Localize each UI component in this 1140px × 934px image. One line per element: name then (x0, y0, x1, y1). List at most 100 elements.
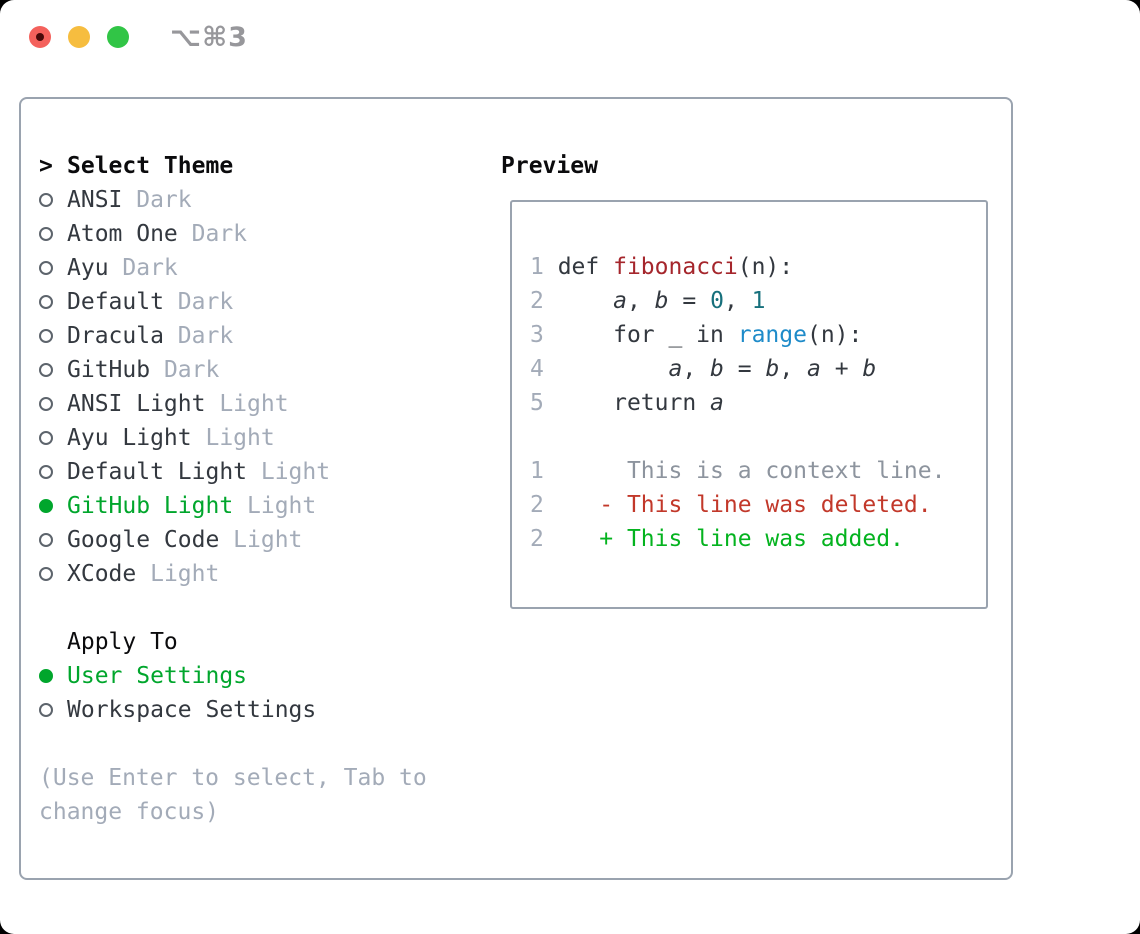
radio-icon (39, 567, 53, 581)
theme-option[interactable]: Dracula Dark (39, 319, 501, 353)
modified-dot-icon (36, 33, 44, 41)
theme-option[interactable]: Google Code Light (39, 523, 501, 557)
code-token: a (613, 288, 627, 314)
theme-name: Default Light (67, 459, 248, 485)
radio-icon (39, 295, 53, 309)
theme-name: XCode (67, 561, 137, 587)
radio-marker (39, 703, 67, 717)
theme-variant: Light (219, 391, 289, 417)
theme-variant: Dark (163, 357, 220, 383)
code-token: , (779, 356, 808, 382)
code-token: = (668, 288, 711, 314)
code-token (544, 288, 613, 314)
theme-variant: Dark (191, 221, 248, 247)
code-token: fibonacci (613, 254, 738, 280)
theme-variant: Light (233, 527, 303, 553)
apply-to-option[interactable]: Workspace Settings (39, 693, 501, 727)
code-line: 3 for _ in range(n): (530, 318, 986, 352)
code-line: 1 def fibonacci(n): (530, 250, 986, 284)
preview-column: Preview 1 def fibonacci(n):2 a, b = 0, 1… (501, 149, 1011, 878)
code-token: (n): (737, 254, 794, 280)
line-number: 3 (530, 322, 544, 348)
code-token: b (710, 356, 724, 382)
code-token: , (723, 288, 752, 314)
line-number: 2 (530, 526, 544, 552)
code-token: def (543, 254, 614, 280)
radio-icon (39, 363, 53, 377)
apply-to-header: Apply To (39, 625, 501, 659)
theme-name: GitHub (67, 357, 151, 383)
theme-option[interactable]: GitHub Dark (39, 353, 501, 387)
apply-to-option[interactable]: User Settings (39, 659, 501, 693)
code-line: 2 a, b = 0, 1 (530, 284, 986, 318)
radio-marker (39, 669, 67, 683)
radio-icon (39, 465, 53, 479)
theme-name: Dracula (67, 323, 164, 349)
code-token: + (820, 356, 863, 382)
code-token: This is a context line. (543, 458, 946, 484)
select-theme-header: > Select Theme (39, 149, 501, 183)
radio-icon (39, 431, 53, 445)
radio-marker (39, 431, 67, 445)
line-number: 5 (530, 390, 544, 416)
spacer (39, 591, 501, 625)
radio-icon (39, 227, 53, 241)
close-button[interactable] (29, 26, 51, 48)
theme-name: Ayu Light (67, 425, 192, 451)
code-token: return (543, 390, 711, 416)
radio-marker (39, 261, 67, 275)
theme-option[interactable]: Ayu Dark (39, 251, 501, 285)
radio-marker (39, 363, 67, 377)
radio-icon (39, 703, 53, 717)
theme-variant: Dark (177, 289, 234, 315)
theme-option[interactable]: Default Dark (39, 285, 501, 319)
code-token: a (807, 356, 821, 382)
theme-name: ANSI (67, 187, 123, 213)
zoom-button[interactable] (107, 26, 129, 48)
code-token (544, 356, 669, 382)
help-text: (Use Enter to select, Tab to change focu… (39, 765, 427, 825)
code-token: a (668, 356, 683, 382)
code-token: b (654, 288, 669, 314)
radio-icon (39, 261, 53, 275)
theme-name: Google Code (67, 527, 220, 553)
theme-name: Ayu (67, 255, 109, 281)
code-token: a (710, 390, 724, 416)
minimize-button[interactable] (68, 26, 90, 48)
code-line (530, 420, 986, 454)
code-token: (n): (806, 322, 863, 348)
theme-variant: Light (247, 493, 317, 519)
code-token: , (626, 288, 655, 314)
theme-variant: Dark (122, 255, 178, 281)
select-theme-title: Select Theme (67, 153, 234, 179)
theme-variant: Dark (177, 323, 234, 349)
radio-marker (39, 567, 67, 581)
radio-marker (39, 329, 67, 343)
radio-selected-icon (39, 499, 53, 513)
code-line: 4 a, b = b, a + b (530, 352, 986, 386)
code-token: = (723, 356, 766, 382)
line-number: 1 (530, 458, 544, 484)
line-number: 2 (530, 492, 544, 518)
radio-icon (39, 397, 53, 411)
code-token: for _ in (543, 322, 738, 348)
theme-name: Default (67, 289, 164, 315)
preview-title: Preview (501, 153, 598, 179)
code-token: b (862, 356, 877, 382)
window-title: ⌥⌘3 (170, 21, 248, 53)
radio-icon (39, 329, 53, 343)
code-line: 5 return a (530, 386, 986, 420)
code-token: 0 (710, 288, 724, 314)
